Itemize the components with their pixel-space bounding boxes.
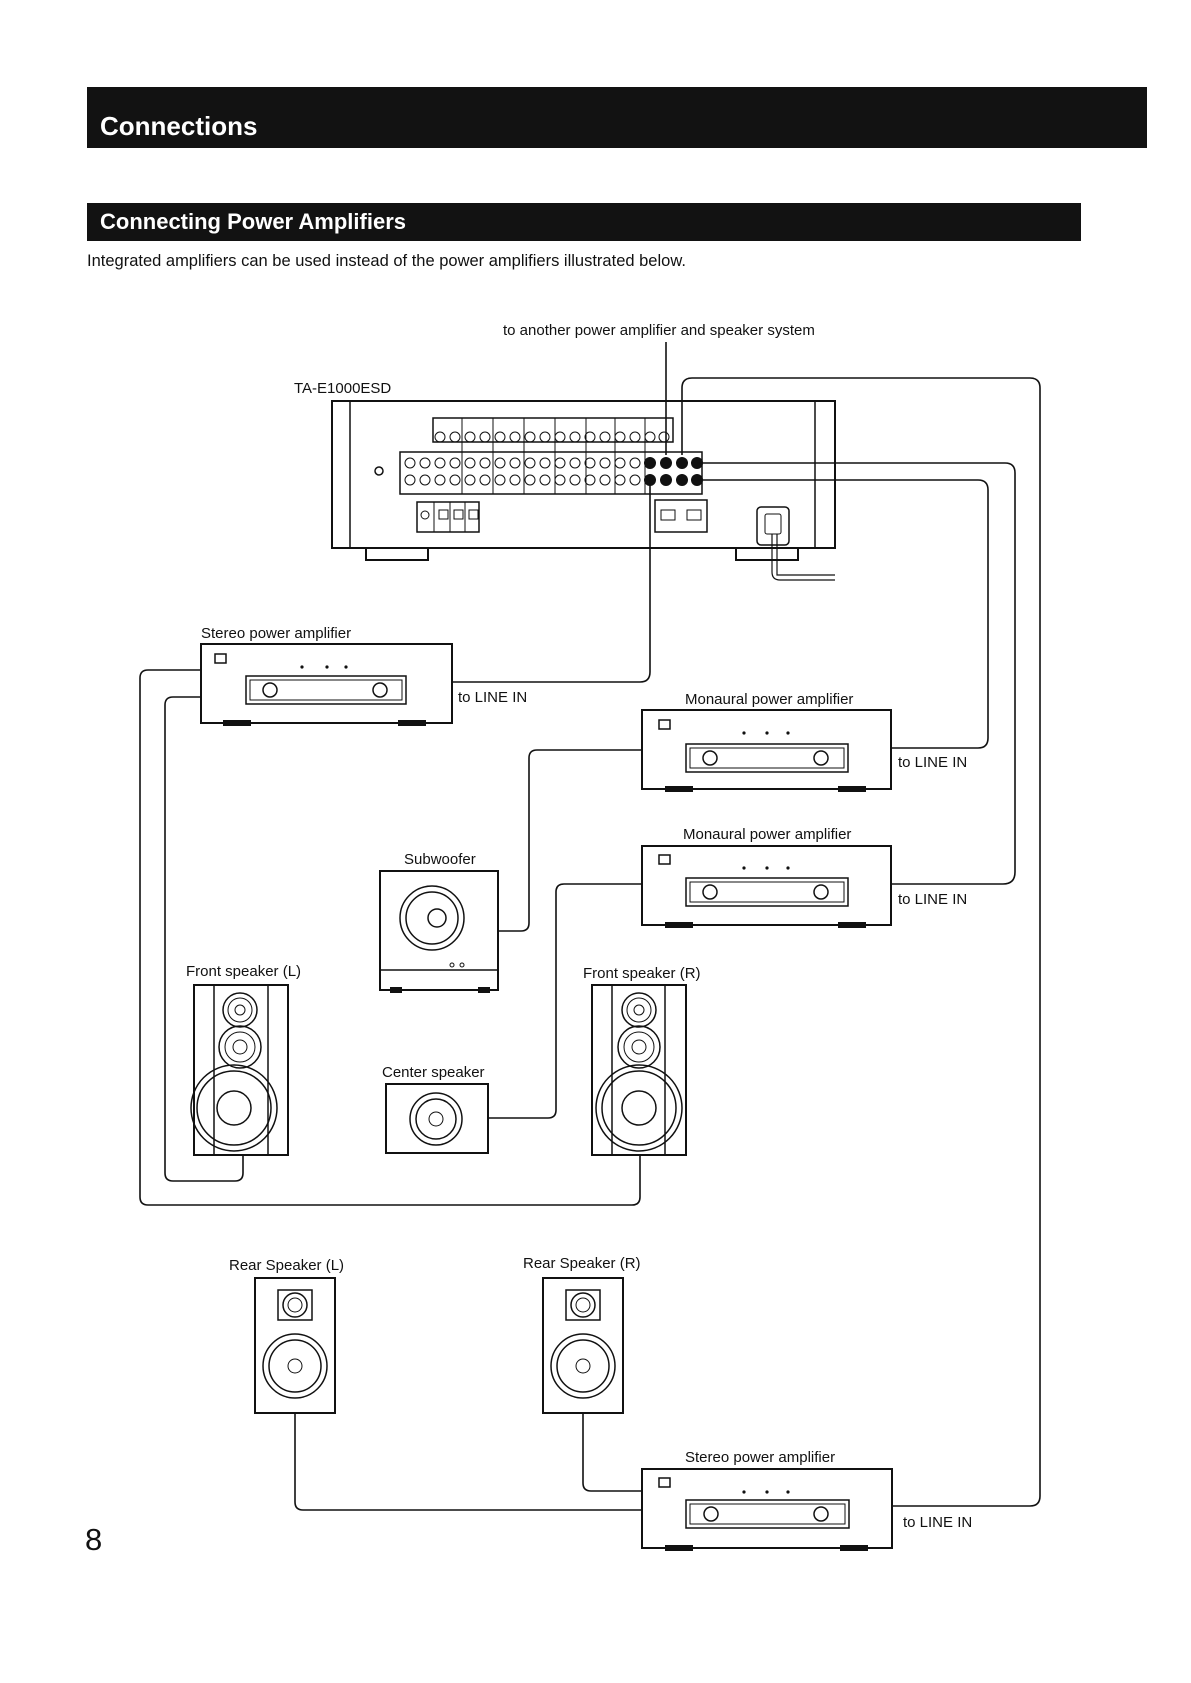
stereo-amp-rear-label: Stereo power amplifier bbox=[685, 1449, 835, 1466]
front-speaker-left bbox=[190, 984, 289, 1156]
section-header-bar: Connections bbox=[87, 87, 1147, 148]
rear-speaker-right bbox=[542, 1277, 624, 1414]
mono-amp-2-label: Monaural power amplifier bbox=[683, 826, 851, 843]
subsection-title: Connecting Power Amplifiers bbox=[100, 209, 407, 234]
center-speaker bbox=[385, 1083, 489, 1154]
line-in-label: to LINE IN bbox=[898, 754, 967, 771]
rear-left-label: Rear Speaker (L) bbox=[229, 1257, 344, 1274]
stereo-amp-front bbox=[200, 643, 453, 726]
mono-amp-1-label: Monaural power amplifier bbox=[685, 691, 853, 708]
page-number: 8 bbox=[85, 1522, 103, 1557]
cables bbox=[139, 342, 1041, 1511]
line-in-label: to LINE IN bbox=[898, 891, 967, 908]
stereo-amp-rear bbox=[641, 1468, 893, 1551]
note-another-amp: to another power amplifier and speaker s… bbox=[503, 322, 815, 339]
section-title: Connections bbox=[100, 111, 258, 141]
receiver-unit bbox=[331, 400, 836, 581]
line-in-label: to LINE IN bbox=[458, 689, 527, 706]
line-in-label: to LINE IN bbox=[903, 1514, 972, 1531]
front-speaker-right bbox=[591, 984, 687, 1156]
subwoofer bbox=[379, 870, 499, 993]
intro-text: Integrated amplifiers can be used instea… bbox=[87, 252, 686, 270]
subsection-header-bar: Connecting Power Amplifiers bbox=[87, 203, 1081, 241]
rear-right-label: Rear Speaker (R) bbox=[523, 1255, 641, 1272]
mono-amp-2 bbox=[641, 845, 892, 928]
stereo-amp-front-label: Stereo power amplifier bbox=[201, 625, 351, 642]
receiver-label: TA-E1000ESD bbox=[294, 380, 391, 397]
subwoofer-label: Subwoofer bbox=[404, 851, 476, 868]
rear-speaker-left bbox=[254, 1277, 336, 1414]
center-speaker-label: Center speaker bbox=[382, 1064, 485, 1081]
front-left-label: Front speaker (L) bbox=[186, 963, 301, 980]
mono-amp-1 bbox=[641, 709, 892, 792]
front-right-label: Front speaker (R) bbox=[583, 965, 701, 982]
